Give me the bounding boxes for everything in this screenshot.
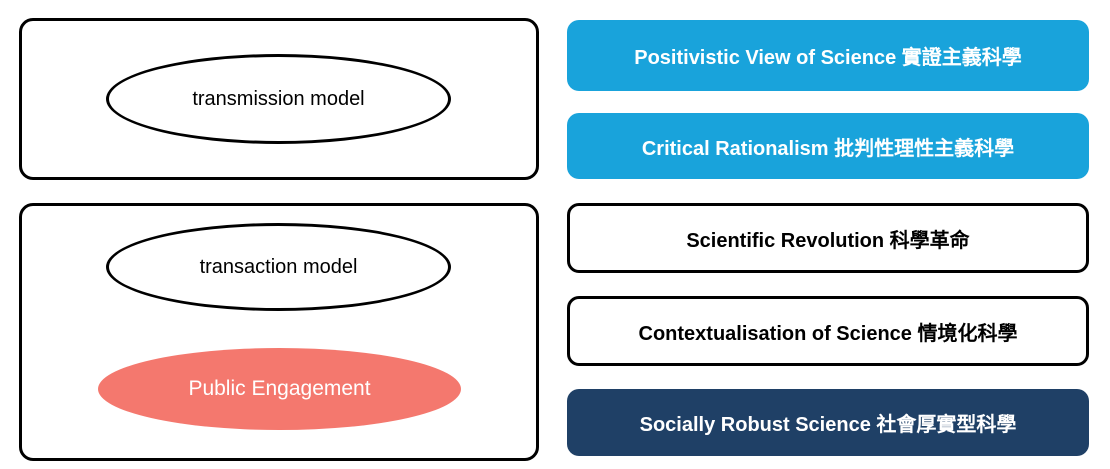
transmission-model-ellipse: transmission model — [106, 54, 451, 144]
critical-rationalism-box: Critical Rationalism 批判性理性主義科學 — [567, 113, 1089, 179]
critical-rationalism-label: Critical Rationalism 批判性理性主義科學 — [641, 137, 1015, 160]
positivistic-view-box: Positivistic View of Science 實證主義科學 — [567, 20, 1089, 91]
contextualisation-box: Contextualisation of Science 情境化科學 — [567, 296, 1089, 366]
contextualisation-label: Contextualisation of Science 情境化科學 — [638, 322, 1018, 345]
public-engagement-ellipse: Public Engagement — [98, 348, 461, 430]
public-engagement-label: Public Engagement — [188, 377, 371, 400]
transaction-model-label: transaction model — [199, 255, 358, 278]
scientific-revolution-label: Scientific Revolution 科學革命 — [686, 229, 970, 252]
socially-robust-label: Socially Robust Science 社會厚實型科學 — [639, 414, 1017, 436]
positivistic-view-label: Positivistic View of Science 實證主義科學 — [634, 47, 1022, 69]
transmission-model-box: transmission model — [19, 18, 539, 180]
transmission-model-label: transmission model — [192, 87, 365, 110]
scientific-revolution-box: Scientific Revolution 科學革命 — [567, 203, 1089, 273]
socially-robust-box: Socially Robust Science 社會厚實型科學 — [567, 389, 1089, 456]
transaction-model-ellipse: transaction model — [106, 223, 451, 311]
transaction-model-box: transaction model Public Engagement — [19, 203, 539, 461]
